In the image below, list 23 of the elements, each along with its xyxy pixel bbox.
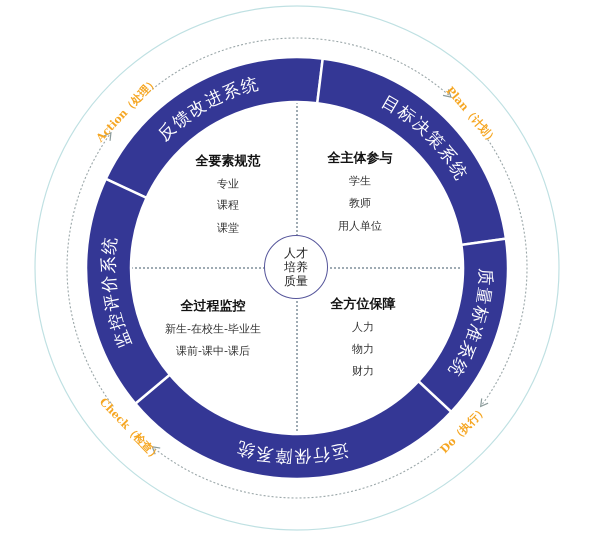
- center-label: 人才培养质量: [283, 246, 309, 288]
- segment-label: 质量标准系统: [442, 268, 496, 381]
- phase-label: Do（执行）: [437, 402, 490, 456]
- quadrant-item: 物力: [352, 342, 374, 356]
- segment-label: 监控评价系统: [98, 234, 136, 351]
- quadrant-heading: 全方位保障: [330, 296, 396, 313]
- quadrant-heading: 全过程监控: [180, 298, 246, 315]
- quadrant-item: 教师: [349, 196, 371, 210]
- quadrant-item: 学生: [349, 174, 371, 188]
- quadrant-item: 专业: [217, 176, 239, 192]
- quadrant-item: 新生-在校生-毕业生: [165, 322, 261, 336]
- quadrant-heading: 全要素规范: [196, 152, 260, 170]
- quadrant-item: 用人单位: [338, 218, 382, 234]
- quadrant-item: 人力: [352, 320, 374, 334]
- cycle-arrow: [480, 139, 528, 408]
- quadrant-item: 课堂: [217, 220, 239, 236]
- segment-label: 反馈改进系统: [154, 74, 262, 146]
- segment-label: 运行保障系统: [233, 436, 351, 466]
- ring-segment: [316, 57, 508, 246]
- cycle-arrow: [66, 132, 114, 407]
- quadrant-item: 课前-课中-课后: [176, 344, 250, 358]
- quadrant-item: 财力: [352, 364, 374, 378]
- quadrant-item: 课程: [217, 198, 239, 212]
